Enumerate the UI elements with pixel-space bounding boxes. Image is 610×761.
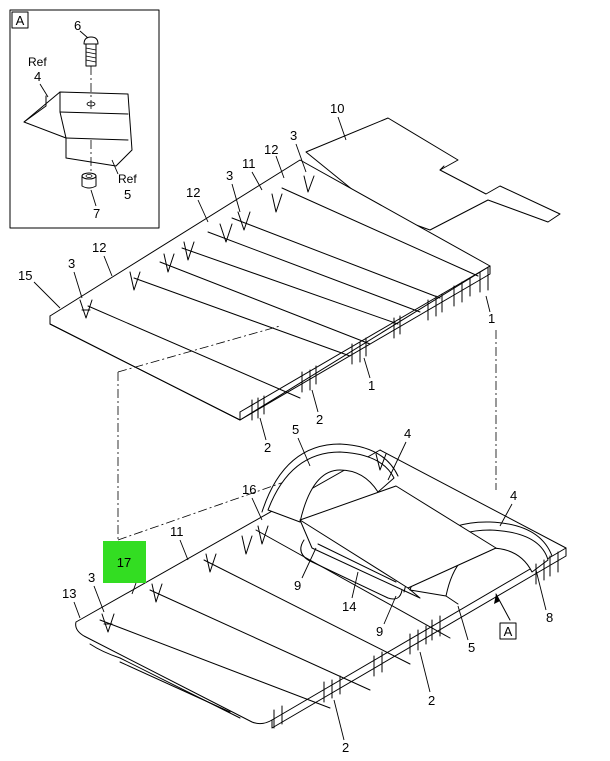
- highlight-callout-17: 17: [117, 555, 131, 570]
- lower-clips: [101, 453, 387, 633]
- center-deflector: [299, 485, 497, 589]
- callout-10: 10: [330, 101, 344, 116]
- detail-letter: A: [16, 13, 25, 28]
- callout-2: 2: [342, 740, 349, 755]
- callout-1: 1: [368, 378, 375, 393]
- detail-frame: [9, 9, 160, 229]
- detail-letter-box: [11, 11, 29, 29]
- detail-callout-ref4-ref: Ref: [28, 55, 47, 69]
- callout-12: 12: [92, 240, 106, 255]
- callout-13: 13: [62, 586, 76, 601]
- view-arrow-letter: A: [504, 624, 513, 639]
- upper-panel-dividers: [87, 187, 479, 399]
- callout-3: 3: [68, 256, 75, 271]
- callout-9: 9: [376, 624, 383, 639]
- callout-11: 11: [242, 156, 256, 171]
- detail-view-a: A 6 Ref 4 Ref 5 7: [9, 9, 160, 229]
- callout-5: 5: [468, 640, 475, 655]
- alignment-lines: [117, 325, 497, 541]
- view-arrow-box: [499, 622, 517, 640]
- callout-labels: 10 12 3 11 3 12 3 12 15 1 1 2 2 5 4 4 16: [18, 101, 553, 755]
- callout-2: 2: [316, 412, 323, 427]
- callout-12: 12: [186, 185, 200, 200]
- screw-icon: [83, 36, 99, 67]
- callout-5: 5: [292, 422, 299, 437]
- upper-panel-assembly: [49, 117, 561, 421]
- callout-3: 3: [88, 570, 95, 585]
- callout-8: 8: [546, 610, 553, 625]
- lower-edge-fasteners: [273, 551, 559, 729]
- detail-callout-ref4-num: 4: [34, 69, 41, 84]
- callout-2: 2: [428, 693, 435, 708]
- lower-deck: [75, 449, 567, 725]
- highlight-box: [103, 541, 146, 583]
- clip-icon: [79, 175, 315, 319]
- callout-4: 4: [404, 426, 411, 441]
- edge-fasteners: [251, 267, 489, 421]
- callout-12: 12: [264, 142, 278, 157]
- detail-callout-7: 7: [93, 206, 100, 221]
- callout-3: 3: [226, 168, 233, 183]
- highlight-17: 17: [103, 541, 146, 595]
- callout-3: 3: [290, 128, 297, 143]
- callout-4: 4: [510, 488, 517, 503]
- callout-15: 15: [18, 268, 32, 283]
- lower-panel-dividers: [99, 529, 451, 709]
- rod-icon: [300, 539, 403, 600]
- lower-panel-assembly: A: [75, 443, 567, 729]
- detail-callout-ref5-ref: Ref: [118, 172, 137, 186]
- callout-1: 1: [488, 311, 495, 326]
- detail-callout-ref5-num: 5: [124, 187, 131, 202]
- callout-9: 9: [294, 578, 301, 593]
- fender-left: [261, 443, 399, 523]
- callout-14: 14: [342, 599, 356, 614]
- detail-callout-6: 6: [74, 18, 81, 33]
- nut-icon: [81, 172, 97, 189]
- callout-11: 11: [170, 524, 184, 539]
- bracket-icon: [23, 91, 133, 167]
- callout-16: 16: [242, 482, 256, 497]
- callout-2: 2: [264, 440, 271, 455]
